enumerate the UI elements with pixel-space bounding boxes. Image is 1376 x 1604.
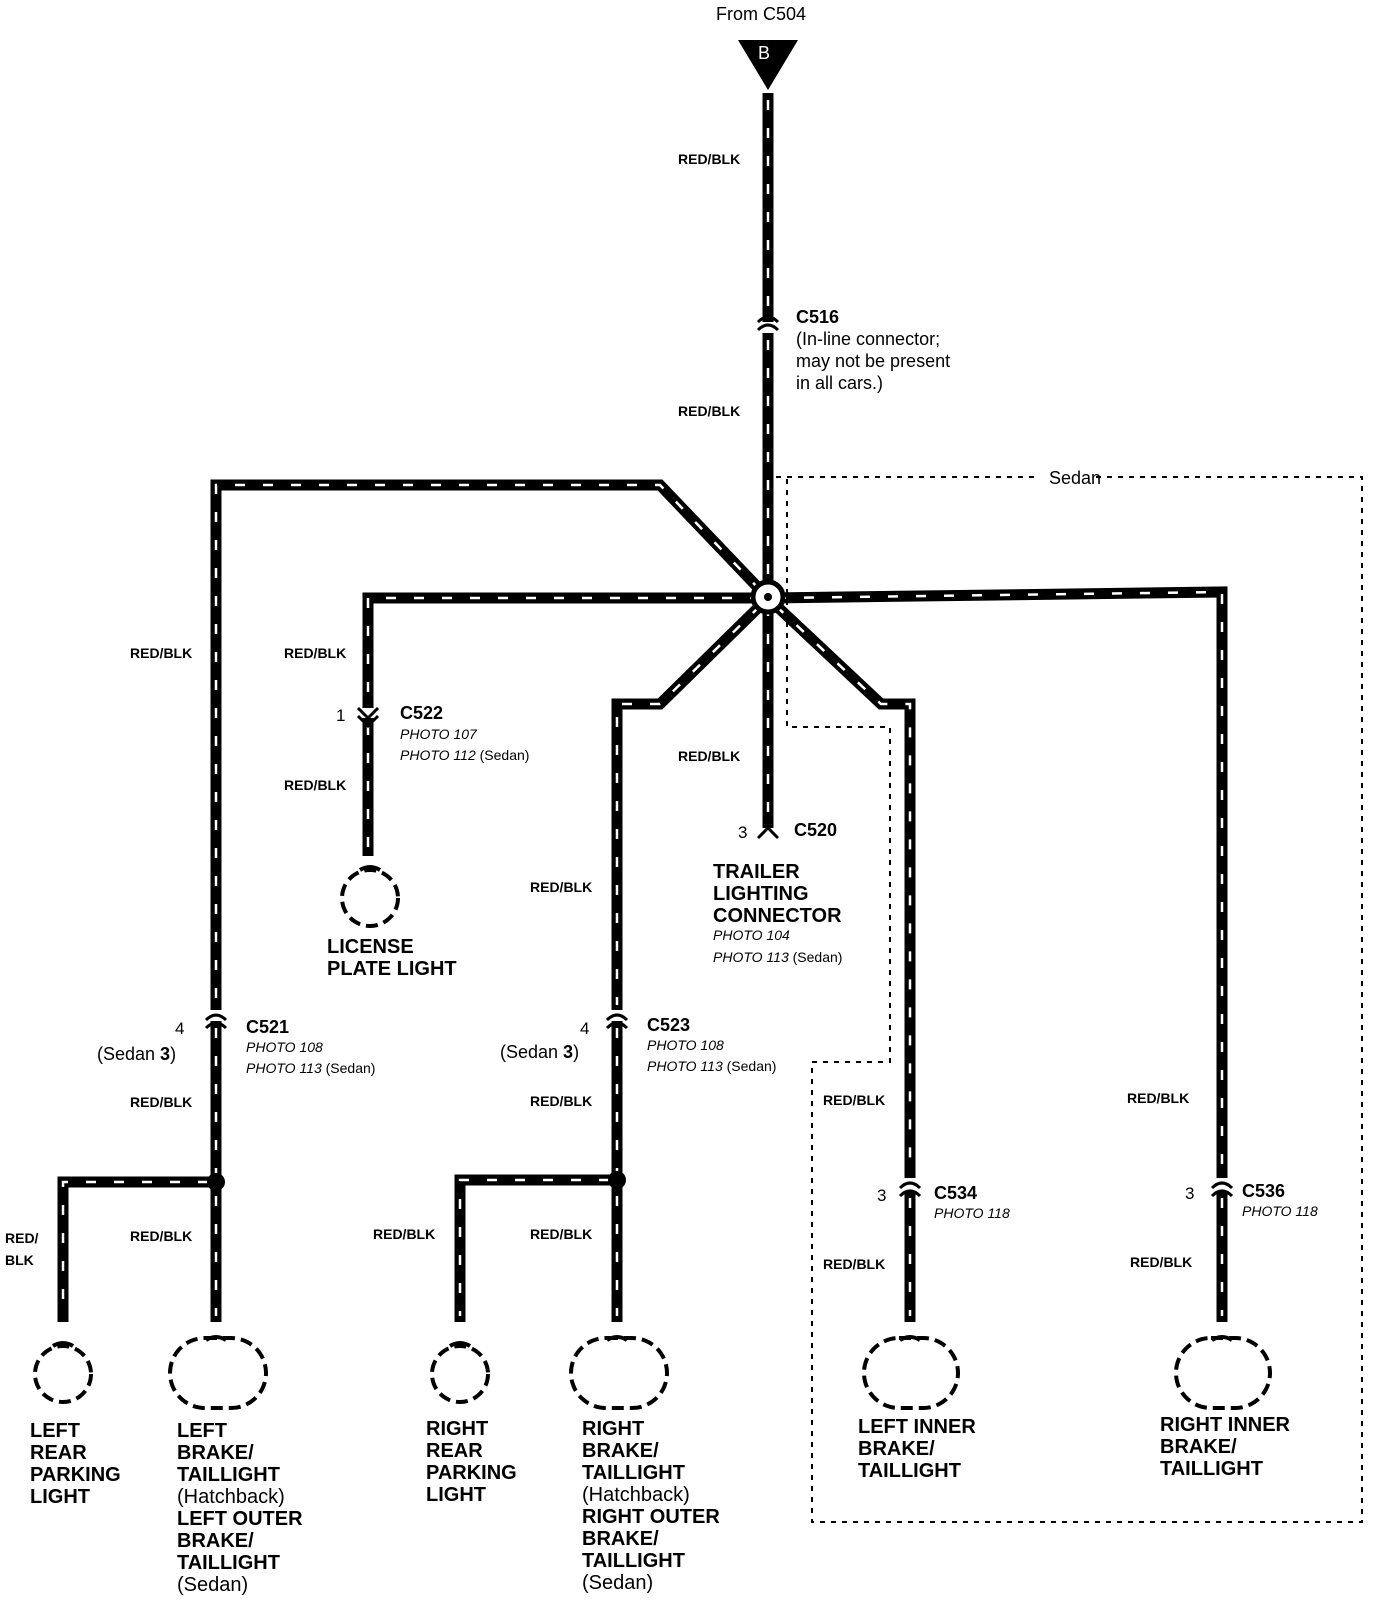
- c522-pin: 1: [336, 706, 346, 725]
- c520-symbol: [756, 825, 780, 840]
- left-inner-lamp: [862, 1336, 960, 1410]
- c521-pin: 4: [175, 1019, 185, 1038]
- source-triangle: [738, 40, 798, 90]
- wire-label: RED/BLK: [823, 1256, 886, 1272]
- connector-symbols: [204, 315, 1234, 1198]
- c516-note-line: in all cars.): [796, 373, 884, 393]
- wire-label: RED/BLK: [373, 1226, 436, 1242]
- right-brake-lamp: [569, 1336, 669, 1410]
- wire-label: RED/BLK: [284, 777, 347, 793]
- c521-photo: PHOTO 108: [246, 1039, 323, 1055]
- c522-photo: PHOTO 107: [400, 726, 477, 742]
- c536-id: C536: [1242, 1181, 1286, 1201]
- c520-pin: 3: [738, 823, 748, 842]
- wire-label: RED/BLK: [130, 1094, 193, 1110]
- wire-label: RED/BLK: [284, 645, 347, 661]
- wire-label: RED/BLK: [678, 748, 741, 764]
- sedan-region-outline: [776, 476, 1363, 1523]
- c516-note-line: (In-line connector;: [796, 329, 941, 349]
- left-brake-lamp: [168, 1336, 268, 1410]
- c523-pin: 4: [580, 1019, 590, 1038]
- c523-alt-pin: (Sedan 3): [500, 1042, 580, 1062]
- wire-label: RED/BLK: [130, 645, 193, 661]
- wires: [57, 93, 1228, 1322]
- wire-label: RED/BLK: [530, 879, 593, 895]
- right-rear-parking-lamp: [430, 1344, 490, 1404]
- c520-photo-2: PHOTO 113 (Sedan): [713, 949, 843, 965]
- c536-pin: 3: [1185, 1184, 1195, 1203]
- left-rear-parking-lamp: [33, 1344, 93, 1404]
- wire-label: RED/BLK: [530, 1226, 593, 1242]
- left-splice: [207, 1173, 225, 1191]
- c521-id: C521: [246, 1017, 290, 1037]
- from-label: From C504: [716, 4, 807, 24]
- wire-lrp: [57, 1176, 216, 1322]
- c521-photo-2: PHOTO 113 (Sedan): [246, 1060, 376, 1076]
- wire-label: RED/BLK: [130, 1228, 193, 1244]
- c534-symbol: [898, 1181, 922, 1198]
- wire-label: RED/BLK: [530, 1093, 593, 1109]
- c523-photo-2: PHOTO 113 (Sedan): [647, 1058, 777, 1074]
- c536-symbol: [1210, 1181, 1234, 1198]
- wire-label: RED/BLK: [1127, 1090, 1190, 1106]
- c534-pin: 3: [877, 1186, 887, 1205]
- c523-symbol: [605, 1013, 629, 1030]
- c516-note-line: may not be present: [796, 351, 951, 371]
- ground-letter: B: [758, 43, 771, 63]
- license-plate-lamp: [340, 868, 400, 928]
- main-splice-dot: [764, 593, 772, 601]
- wire-label: RED/BLK: [823, 1092, 886, 1108]
- wire-left-inner: [764, 593, 916, 1178]
- c520-photo: PHOTO 104: [713, 927, 790, 943]
- c516-symbol: [756, 315, 780, 332]
- sedan-region-label: Sedan: [1049, 468, 1102, 488]
- right-inner-lamp: [1174, 1336, 1272, 1410]
- wire-label: RED/BLK: [1130, 1254, 1193, 1270]
- right-splice: [608, 1171, 626, 1189]
- c522-symbol: [356, 706, 380, 729]
- c521-alt-pin: (Sedan 3): [97, 1044, 177, 1064]
- wire-label: RED/BLK: [678, 403, 741, 419]
- c522-id: C522: [400, 703, 444, 723]
- c523-photo: PHOTO 108: [647, 1037, 724, 1053]
- wire-label: RED/BLK: [678, 151, 741, 167]
- c534-id: C534: [934, 1183, 978, 1203]
- wire-rrp: [454, 1174, 617, 1322]
- c523-id: C523: [647, 1015, 691, 1035]
- wire-label-split: RED/BLK: [5, 1230, 39, 1268]
- c520-id: C520: [794, 820, 838, 840]
- c534-photo: PHOTO 118: [934, 1205, 1010, 1221]
- c522-photo-2: PHOTO 112 (Sedan): [400, 747, 530, 763]
- c521-symbol: [204, 1013, 228, 1030]
- c516-id: C516: [796, 307, 840, 327]
- c536-photo: PHOTO 118: [1242, 1203, 1318, 1219]
